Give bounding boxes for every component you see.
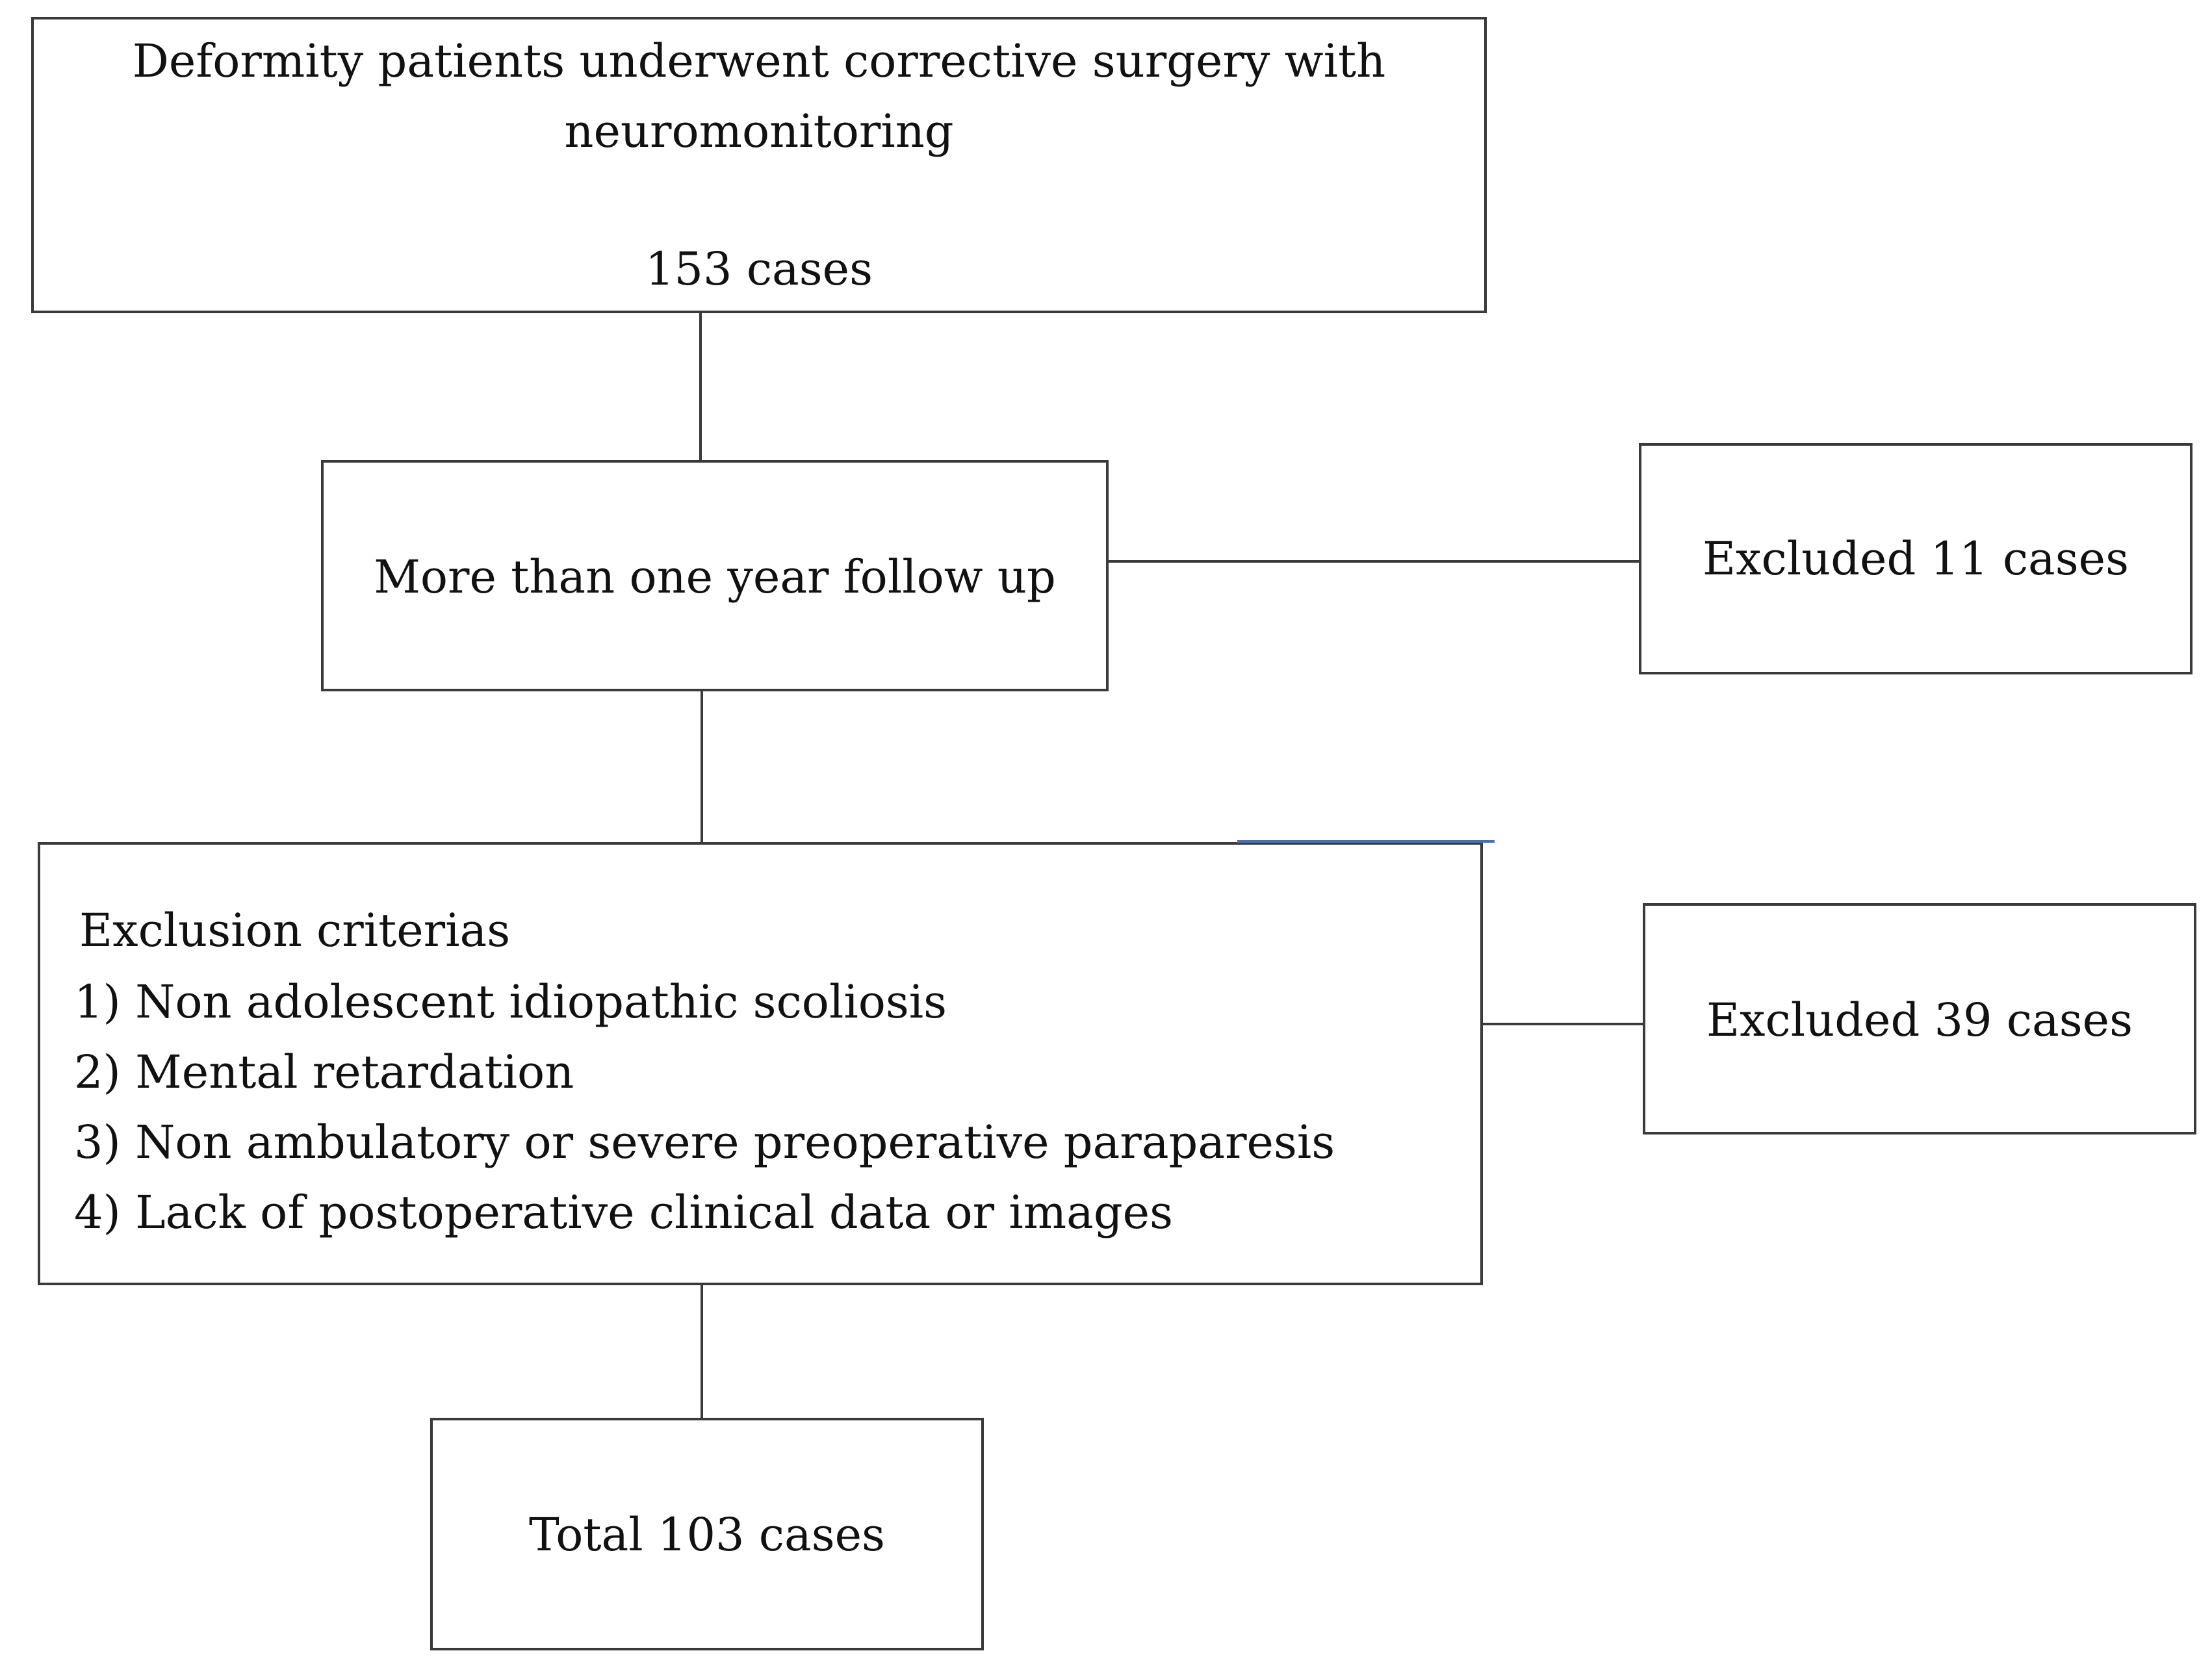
connector-criteria-to-total: [701, 1274, 703, 1418]
exclusion-criteria-heading: Exclusion criterias: [79, 904, 511, 957]
excluded-39-label: Excluded 39 cases: [1706, 993, 2133, 1047]
connector-followup-to-excluded-11: [1109, 560, 1639, 563]
accent-line: [1237, 840, 1495, 843]
exclusion-criteria-item: 1) Non adolescent idiopathic scoliosis: [74, 975, 947, 1029]
initial-cohort-count: 153 cases: [645, 242, 873, 296]
exclusion-criteria-box: [38, 842, 1483, 1285]
follow-up-label: More than one year follow up: [374, 550, 1056, 604]
connector-followup-to-criteria: [701, 691, 703, 842]
initial-cohort-box: [31, 17, 1487, 313]
connector-initial-to-followup: [699, 313, 702, 460]
excluded-11-label: Excluded 11 cases: [1702, 532, 2129, 585]
total-label: Total 103 cases: [529, 1508, 885, 1561]
initial-cohort-line2: neuromonitoring: [564, 105, 954, 158]
exclusion-criteria-item: 4) Lack of postoperative clinical data o…: [74, 1186, 1174, 1239]
connector-criteria-to-excluded-39: [1483, 1023, 1643, 1025]
exclusion-criteria-item: 2) Mental retardation: [74, 1045, 574, 1099]
exclusion-criteria-item: 3) Non ambulatory or severe preoperative…: [74, 1116, 1335, 1169]
excluded-11-box: [1639, 443, 2193, 674]
total-box: [430, 1418, 984, 1650]
initial-cohort-line1: Deformity patients underwent corrective …: [132, 34, 1386, 88]
excluded-39-box: [1643, 903, 2196, 1134]
follow-up-box: [321, 460, 1109, 691]
